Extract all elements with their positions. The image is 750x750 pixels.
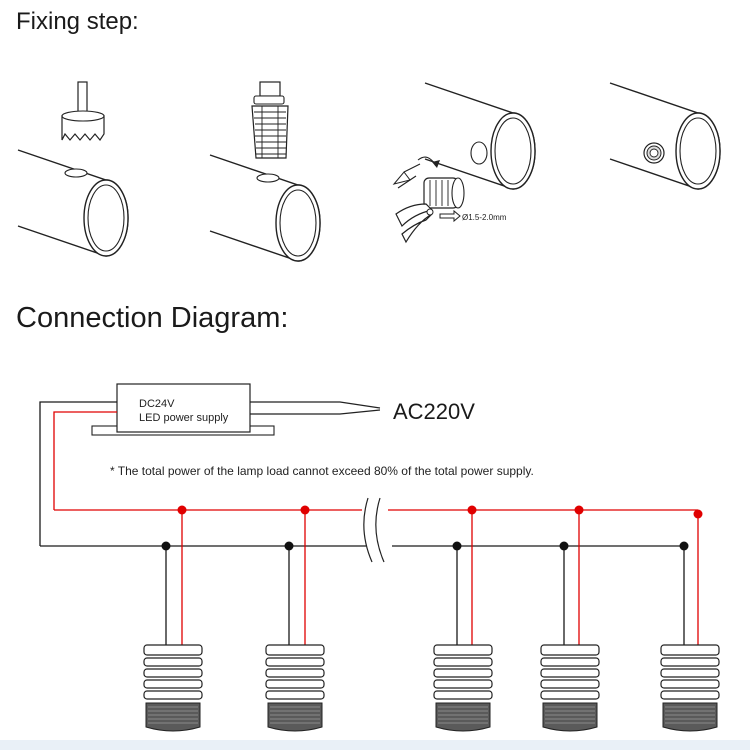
step3-lamp-insert-icon bbox=[392, 156, 465, 209]
lamp-icon bbox=[265, 644, 325, 732]
ac-input-label: AC220V bbox=[393, 399, 475, 424]
connection-diagram-title: Connection Diagram: bbox=[16, 302, 289, 334]
line-break-icon bbox=[363, 497, 385, 563]
step2-pipe-icon bbox=[209, 154, 321, 262]
ac-input-cable bbox=[250, 401, 381, 415]
positive-lead-wire bbox=[53, 411, 117, 510]
lamp-icon bbox=[433, 644, 493, 732]
step2-lamp-insert-icon bbox=[251, 81, 289, 159]
lamp-drop-5 bbox=[679, 509, 703, 645]
load-note: * The total power of the lamp load canno… bbox=[110, 464, 534, 478]
step4-pipe-icon bbox=[609, 82, 721, 190]
lamp-drop-4 bbox=[559, 505, 584, 645]
drill-size-label: Ø1.5-2.0mm bbox=[462, 213, 507, 222]
negative-lead-wire bbox=[39, 401, 117, 546]
power-supply-line2: LED power supply bbox=[139, 412, 229, 424]
lamp-icon bbox=[143, 644, 203, 732]
step1-hole-saw-icon bbox=[61, 81, 105, 142]
lamp-icon bbox=[540, 644, 600, 732]
step1-pipe-icon bbox=[17, 149, 129, 257]
step3-pipe-icon bbox=[424, 82, 536, 190]
fixing-step-title: Fixing step: bbox=[16, 8, 139, 35]
step3-pliers-icon bbox=[395, 203, 434, 244]
step4-installed-lamp-icon bbox=[643, 142, 665, 164]
bottom-strip bbox=[0, 740, 750, 750]
lamp-icon bbox=[660, 644, 720, 732]
lamp-drop-3 bbox=[452, 505, 477, 645]
lamp-drop-2 bbox=[284, 505, 310, 645]
drill-size-arrow-icon bbox=[439, 209, 461, 223]
power-supply-line1: DC24V bbox=[139, 398, 175, 410]
power-supply-box bbox=[91, 383, 275, 436]
lamp-drop-1 bbox=[161, 505, 187, 645]
